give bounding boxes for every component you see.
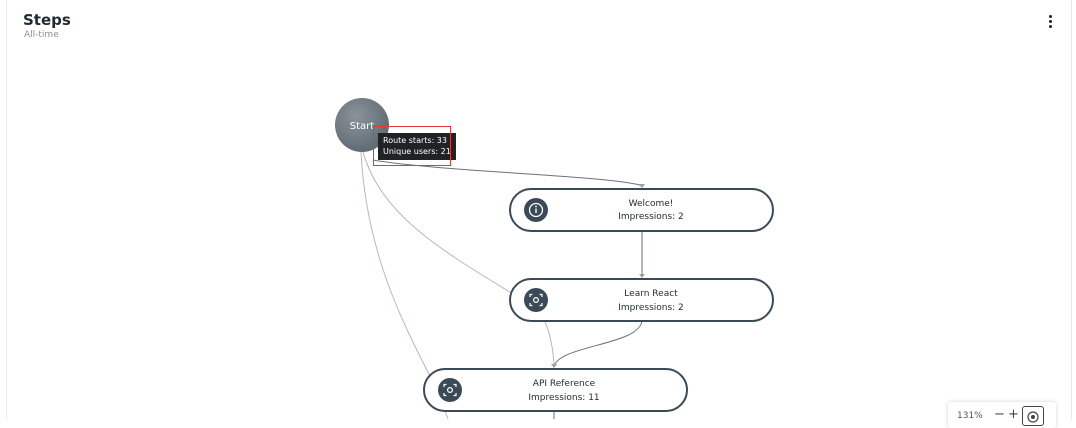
step-node-welcome[interactable]: Welcome! Impressions: 2 xyxy=(509,188,774,232)
focus-icon-frame xyxy=(443,383,457,397)
start-tooltip: Route starts: 33 Unique users: 21 xyxy=(378,133,456,160)
zoom-controls: 131% − + xyxy=(948,402,1056,428)
focus-icon-frame xyxy=(529,293,543,307)
step-node-learn-react[interactable]: Learn React Impressions: 2 xyxy=(509,278,774,322)
node-impressions: Impressions: 2 xyxy=(618,303,684,313)
steps-panel: Steps All-time xyxy=(6,0,1072,419)
panel-subtitle: All-time xyxy=(24,30,59,40)
tooltip-route-starts: Route starts: 33 xyxy=(383,136,447,145)
edges xyxy=(360,151,645,419)
panel-title: Steps xyxy=(23,11,71,29)
kebab-dot-icon xyxy=(1048,25,1052,28)
step-node-api-reference[interactable]: API Reference Impressions: 11 xyxy=(423,368,688,412)
arrowhead-welcome xyxy=(639,184,645,188)
node-title: Welcome! xyxy=(629,199,674,209)
start-circle xyxy=(335,98,389,152)
info-icon-dot xyxy=(535,205,537,208)
kebab-dot-icon xyxy=(1048,20,1052,23)
more-options-button[interactable] xyxy=(1045,15,1055,31)
recenter-button[interactable] xyxy=(1022,406,1044,426)
kebab-dot-icon xyxy=(1048,15,1052,18)
node-impressions: Impressions: 2 xyxy=(618,212,684,222)
node-box xyxy=(509,278,774,322)
tooltip-highlight-box xyxy=(373,126,451,166)
edge-start-api-reference xyxy=(360,151,432,379)
focus-icon-lens xyxy=(532,297,539,304)
node-box xyxy=(509,188,774,232)
focus-icon xyxy=(524,288,548,312)
arrowhead-api xyxy=(551,364,557,368)
node-title: Learn React xyxy=(624,289,678,299)
start-node[interactable]: Start xyxy=(335,98,389,152)
flow-canvas[interactable]: Start Welcome! Impressions: 2 Learn Reac… xyxy=(6,0,1072,419)
edge-learn-react-api xyxy=(553,320,643,367)
edge-api-down-light xyxy=(444,410,449,419)
node-title: API Reference xyxy=(533,379,596,389)
zoom-level: 131% xyxy=(957,411,983,421)
focus-icon-lens xyxy=(447,387,454,394)
focus-icon xyxy=(438,378,462,402)
edge-start-welcome xyxy=(372,159,643,187)
zoom-out-button[interactable]: − xyxy=(994,407,1005,422)
edge-start-learn-react xyxy=(362,151,514,295)
node-impressions: Impressions: 11 xyxy=(528,393,599,403)
node-box xyxy=(423,368,688,412)
recenter-icon xyxy=(1027,411,1039,423)
zoom-in-button[interactable]: + xyxy=(1008,407,1019,422)
info-icon-ring xyxy=(528,202,544,218)
tooltip-unique-users: Unique users: 21 xyxy=(383,147,451,156)
arrowhead-learn-react xyxy=(639,274,645,278)
info-icon-stem xyxy=(535,208,537,213)
start-label: Start xyxy=(350,121,375,132)
